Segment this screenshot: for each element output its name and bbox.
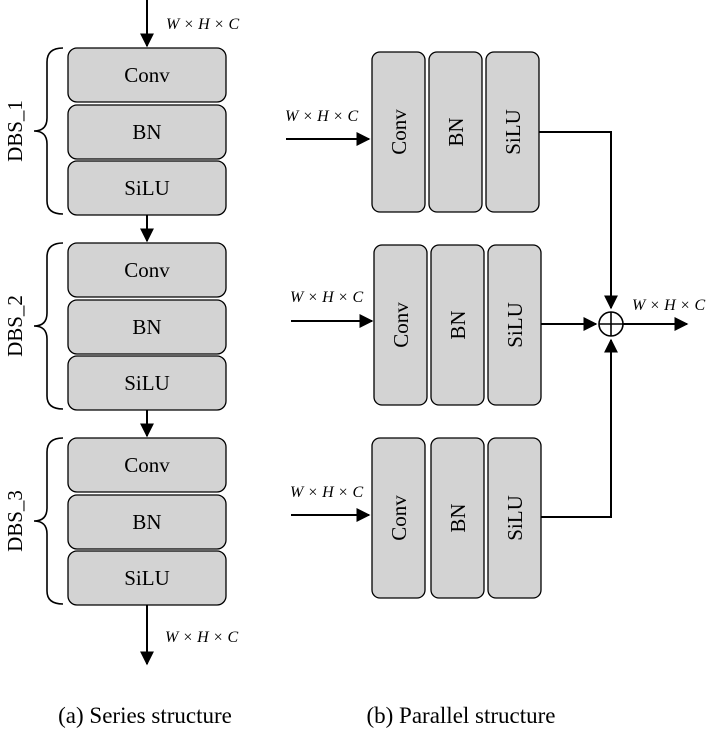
branch-1-silu-label: SiLU [501, 109, 525, 155]
branch-2-silu-label: SiLU [503, 302, 527, 348]
dbs-1-conv-label: Conv [124, 63, 170, 87]
branch-2-bn-layer [430, 244, 485, 406]
branch-2-conv-label: Conv [389, 302, 413, 348]
parallel-output-label: W × H × C [632, 297, 705, 314]
dbs-1-bn-label: BN [132, 120, 161, 144]
parallel-branch-3: W × H × C Conv BN SiLU [290, 338, 618, 599]
series-output-label: W × H × C [165, 629, 238, 646]
series-input-label: W × H × C [166, 16, 239, 33]
dbs-1-label: DBS_1 [3, 100, 27, 162]
dbs-2-block: Conv BN SiLU DBS_2 [3, 242, 227, 411]
parallel-branch-2: W × H × C Conv BN SiLU [290, 244, 598, 406]
dbs-3-conv-label: Conv [124, 453, 170, 477]
branch-2-bn-label: BN [446, 310, 470, 339]
branch-2-input-label: W × H × C [290, 289, 363, 306]
dbs-3-bn-label: BN [132, 510, 161, 534]
dbs-1-silu-label: SiLU [124, 176, 170, 200]
branch-1-input-label: W × H × C [285, 108, 358, 125]
branch-3-bn-label: BN [446, 503, 470, 532]
branch-1-conv-label: Conv [387, 109, 411, 155]
branch-2-conv-layer [373, 244, 428, 406]
parallel-branch-1: W × H × C Conv BN SiLU [285, 51, 618, 310]
branch-3-input-label: W × H × C [290, 484, 363, 501]
dbs-2-label: DBS_2 [3, 295, 27, 357]
dbs-2-brace [33, 242, 64, 410]
dbs-3-block: Conv BN SiLU DBS_3 [3, 437, 227, 606]
parallel-structure: W × H × C Conv BN SiLU W × H × C Conv BN… [285, 51, 705, 728]
dbs-3-label: DBS_3 [3, 490, 27, 552]
sum-node [598, 311, 624, 337]
dbs-1-brace [33, 47, 64, 215]
dbs-1-conv-layer [67, 47, 227, 103]
dbs-1-block: Conv BN SiLU DBS_1 [3, 47, 227, 216]
branch-1-output-line [539, 131, 618, 310]
branch-3-output-line [541, 338, 618, 518]
branch-1-conv-layer [371, 51, 426, 213]
dbs-1-bn-layer [67, 104, 227, 160]
series-structure: W × H × C Conv BN SiLU DBS_1 Conv BN SiL… [3, 0, 239, 728]
parallel-caption: (b) Parallel structure [366, 703, 555, 728]
branch-3-silu-label: SiLU [503, 495, 527, 541]
branch-3-bn-layer [430, 437, 485, 599]
dbs-3-brace [33, 437, 64, 605]
dbs-2-silu-label: SiLU [124, 371, 170, 395]
branch-3-conv-label: Conv [387, 495, 411, 541]
dbs-3-bn-layer [67, 494, 227, 550]
branch-3-conv-layer [371, 437, 426, 599]
branch-1-bn-layer [428, 51, 483, 213]
branch-1-bn-label: BN [444, 117, 468, 146]
dbs-3-conv-layer [67, 437, 227, 493]
dbs-2-conv-layer [67, 242, 227, 298]
dbs-2-bn-label: BN [132, 315, 161, 339]
series-caption: (a) Series structure [58, 703, 232, 728]
dbs-2-conv-label: Conv [124, 258, 170, 282]
dbs-3-silu-label: SiLU [124, 566, 170, 590]
dbs-2-bn-layer [67, 299, 227, 355]
